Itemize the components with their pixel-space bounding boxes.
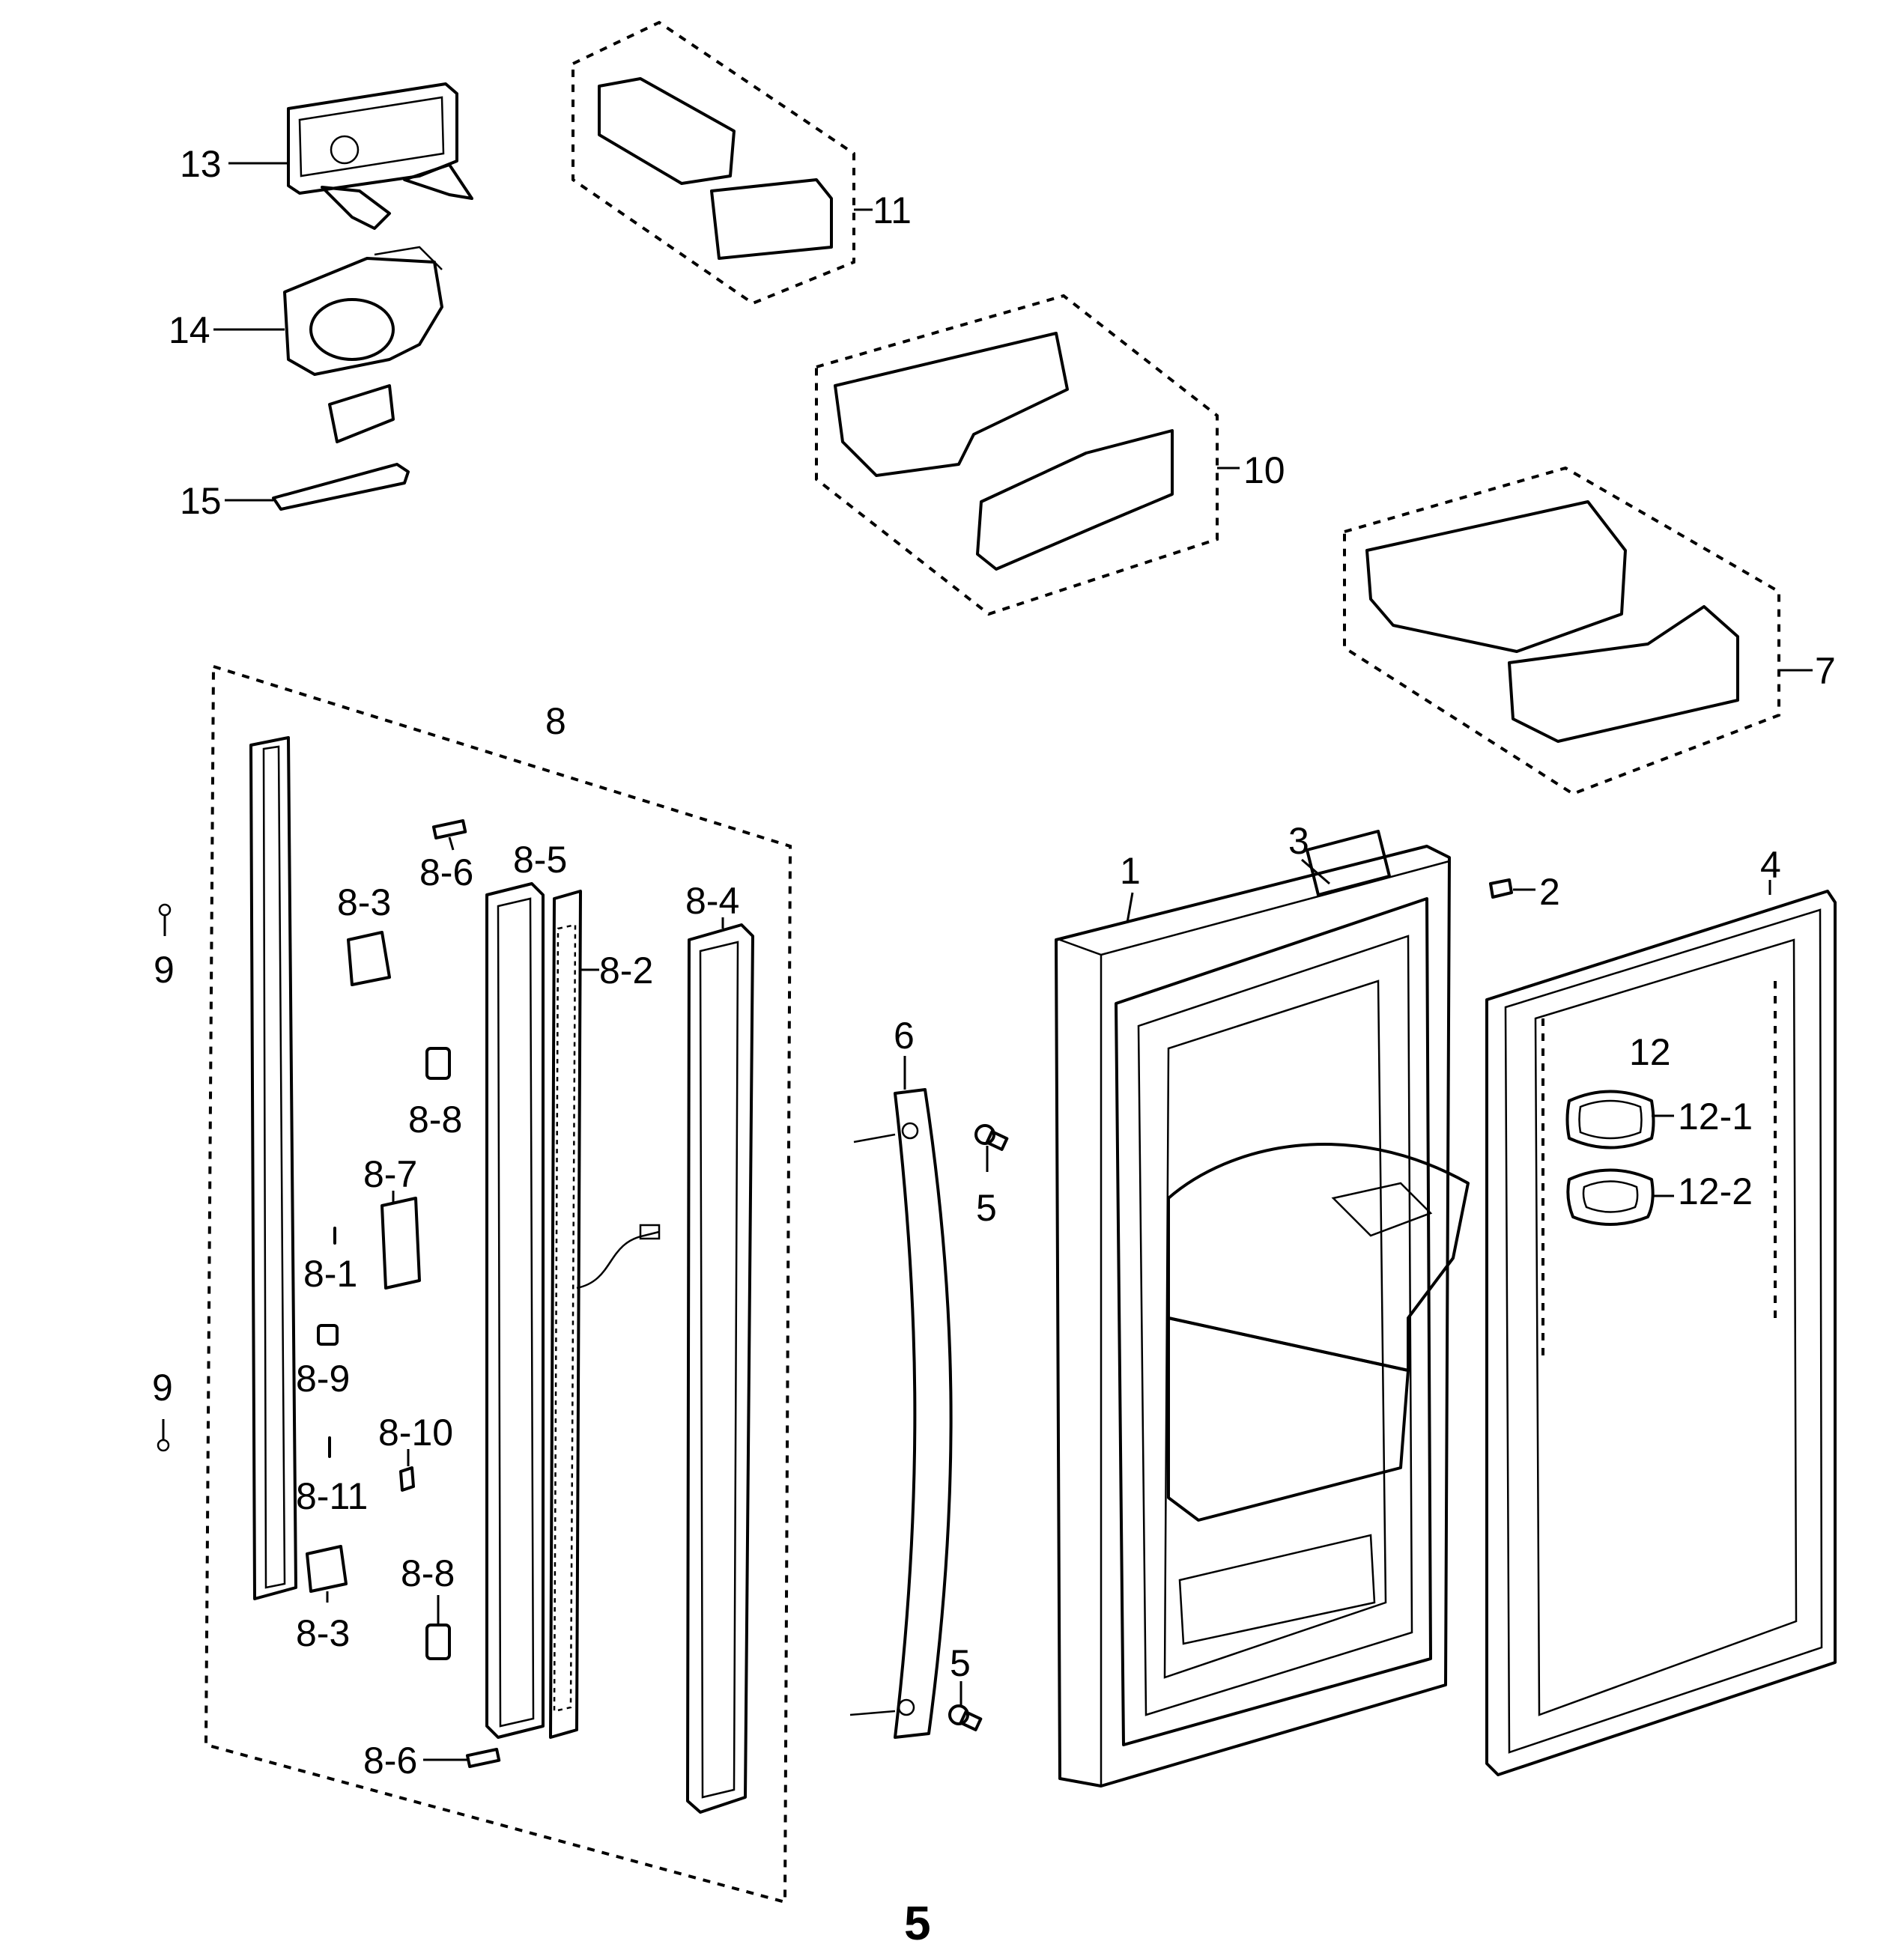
group-11-outline <box>571 20 855 306</box>
label-8-5: 8-5 <box>513 839 567 881</box>
label-8-8-bottom: 8-8 <box>401 1552 455 1594</box>
label-8-8-top: 8-8 <box>408 1099 462 1141</box>
label-8: 8 <box>545 700 566 742</box>
page-number: 5 <box>904 1896 931 1950</box>
leader-3 <box>1301 858 1330 885</box>
part-9-lower <box>157 1439 170 1452</box>
label-1: 1 <box>1120 850 1141 892</box>
label-12-1: 12-1 <box>1678 1096 1753 1138</box>
part-12-1-ring-inner <box>1578 1099 1643 1140</box>
part-8-9-cap <box>317 1324 339 1346</box>
part-12-2-ring <box>1566 1168 1655 1226</box>
part-8-5-cap-strip <box>485 882 545 1739</box>
part-8-6-clip-bottom <box>465 1747 501 1768</box>
label-2: 2 <box>1539 871 1560 913</box>
group-7-outline <box>1343 466 1780 796</box>
part-5-screw-upper <box>974 1124 1009 1151</box>
label-12: 12 <box>1629 1031 1671 1073</box>
part-8-10-screw <box>399 1466 415 1492</box>
label-4: 4 <box>1760 844 1781 886</box>
part-11-door-bin <box>598 77 833 260</box>
label-5-upper: 5 <box>976 1187 997 1229</box>
label-8-2: 8-2 <box>599 950 653 991</box>
label-8-6-top: 8-6 <box>419 851 473 893</box>
part-8-3-bracket-bottom <box>306 1545 348 1593</box>
part-5-screw-lower <box>948 1704 983 1731</box>
label-8-4: 8-4 <box>685 880 739 922</box>
leader-8-6-top <box>448 836 455 851</box>
label-8-10: 8-10 <box>378 1412 453 1454</box>
part-8-8-bottom <box>425 1624 451 1660</box>
label-15: 15 <box>180 480 222 522</box>
label-8-6-bottom: 8-6 <box>363 1740 417 1782</box>
label-13: 13 <box>180 143 222 185</box>
label-10: 10 <box>1243 449 1285 491</box>
part-15-trim <box>272 463 410 511</box>
part-8-2-vent-panel <box>549 890 661 1739</box>
label-3: 3 <box>1288 820 1309 862</box>
group-10-outline <box>815 294 1219 616</box>
label-9-lower: 9 <box>152 1367 173 1409</box>
part-4-door-gasket <box>1485 890 1837 1776</box>
label-8-11: 8-11 <box>296 1475 368 1517</box>
label-8-3-top: 8-3 <box>337 881 391 923</box>
label-11: 11 <box>873 189 912 231</box>
label-14: 14 <box>169 309 210 351</box>
label-5-lower: 5 <box>950 1642 971 1684</box>
part-6-door-handle <box>849 1088 953 1739</box>
part-8-3-bracket-top <box>347 931 391 986</box>
label-8-1: 8-1 <box>303 1253 357 1295</box>
leader-1 <box>1126 892 1134 923</box>
label-7: 7 <box>1815 650 1836 692</box>
part-12-2-ring-inner <box>1582 1180 1639 1213</box>
part-10-door-bin <box>834 332 1174 571</box>
part-8-6-clip-top <box>431 818 467 839</box>
part-2-clip <box>1489 878 1513 899</box>
part-8-7-hinge-bracket <box>381 1197 421 1290</box>
label-8-7: 8-7 <box>363 1153 417 1195</box>
part-1-door-assembly <box>1055 830 1470 1788</box>
label-8-9: 8-9 <box>296 1358 350 1400</box>
part-14-ice-chute <box>283 246 443 443</box>
label-12-2: 12-2 <box>1678 1170 1753 1212</box>
part-9-upper <box>158 903 172 917</box>
part-8-4-handle-trim <box>686 923 754 1814</box>
part-13-dispenser-cover <box>287 82 473 230</box>
label-9-upper: 9 <box>154 949 175 991</box>
part-door-trim-strip <box>249 736 297 1600</box>
label-8-3-bottom: 8-3 <box>296 1612 350 1654</box>
part-7-door-bin <box>1365 500 1739 743</box>
label-6: 6 <box>894 1015 915 1057</box>
part-8-8-top <box>425 1047 451 1080</box>
part-12-1-ring <box>1565 1090 1655 1149</box>
